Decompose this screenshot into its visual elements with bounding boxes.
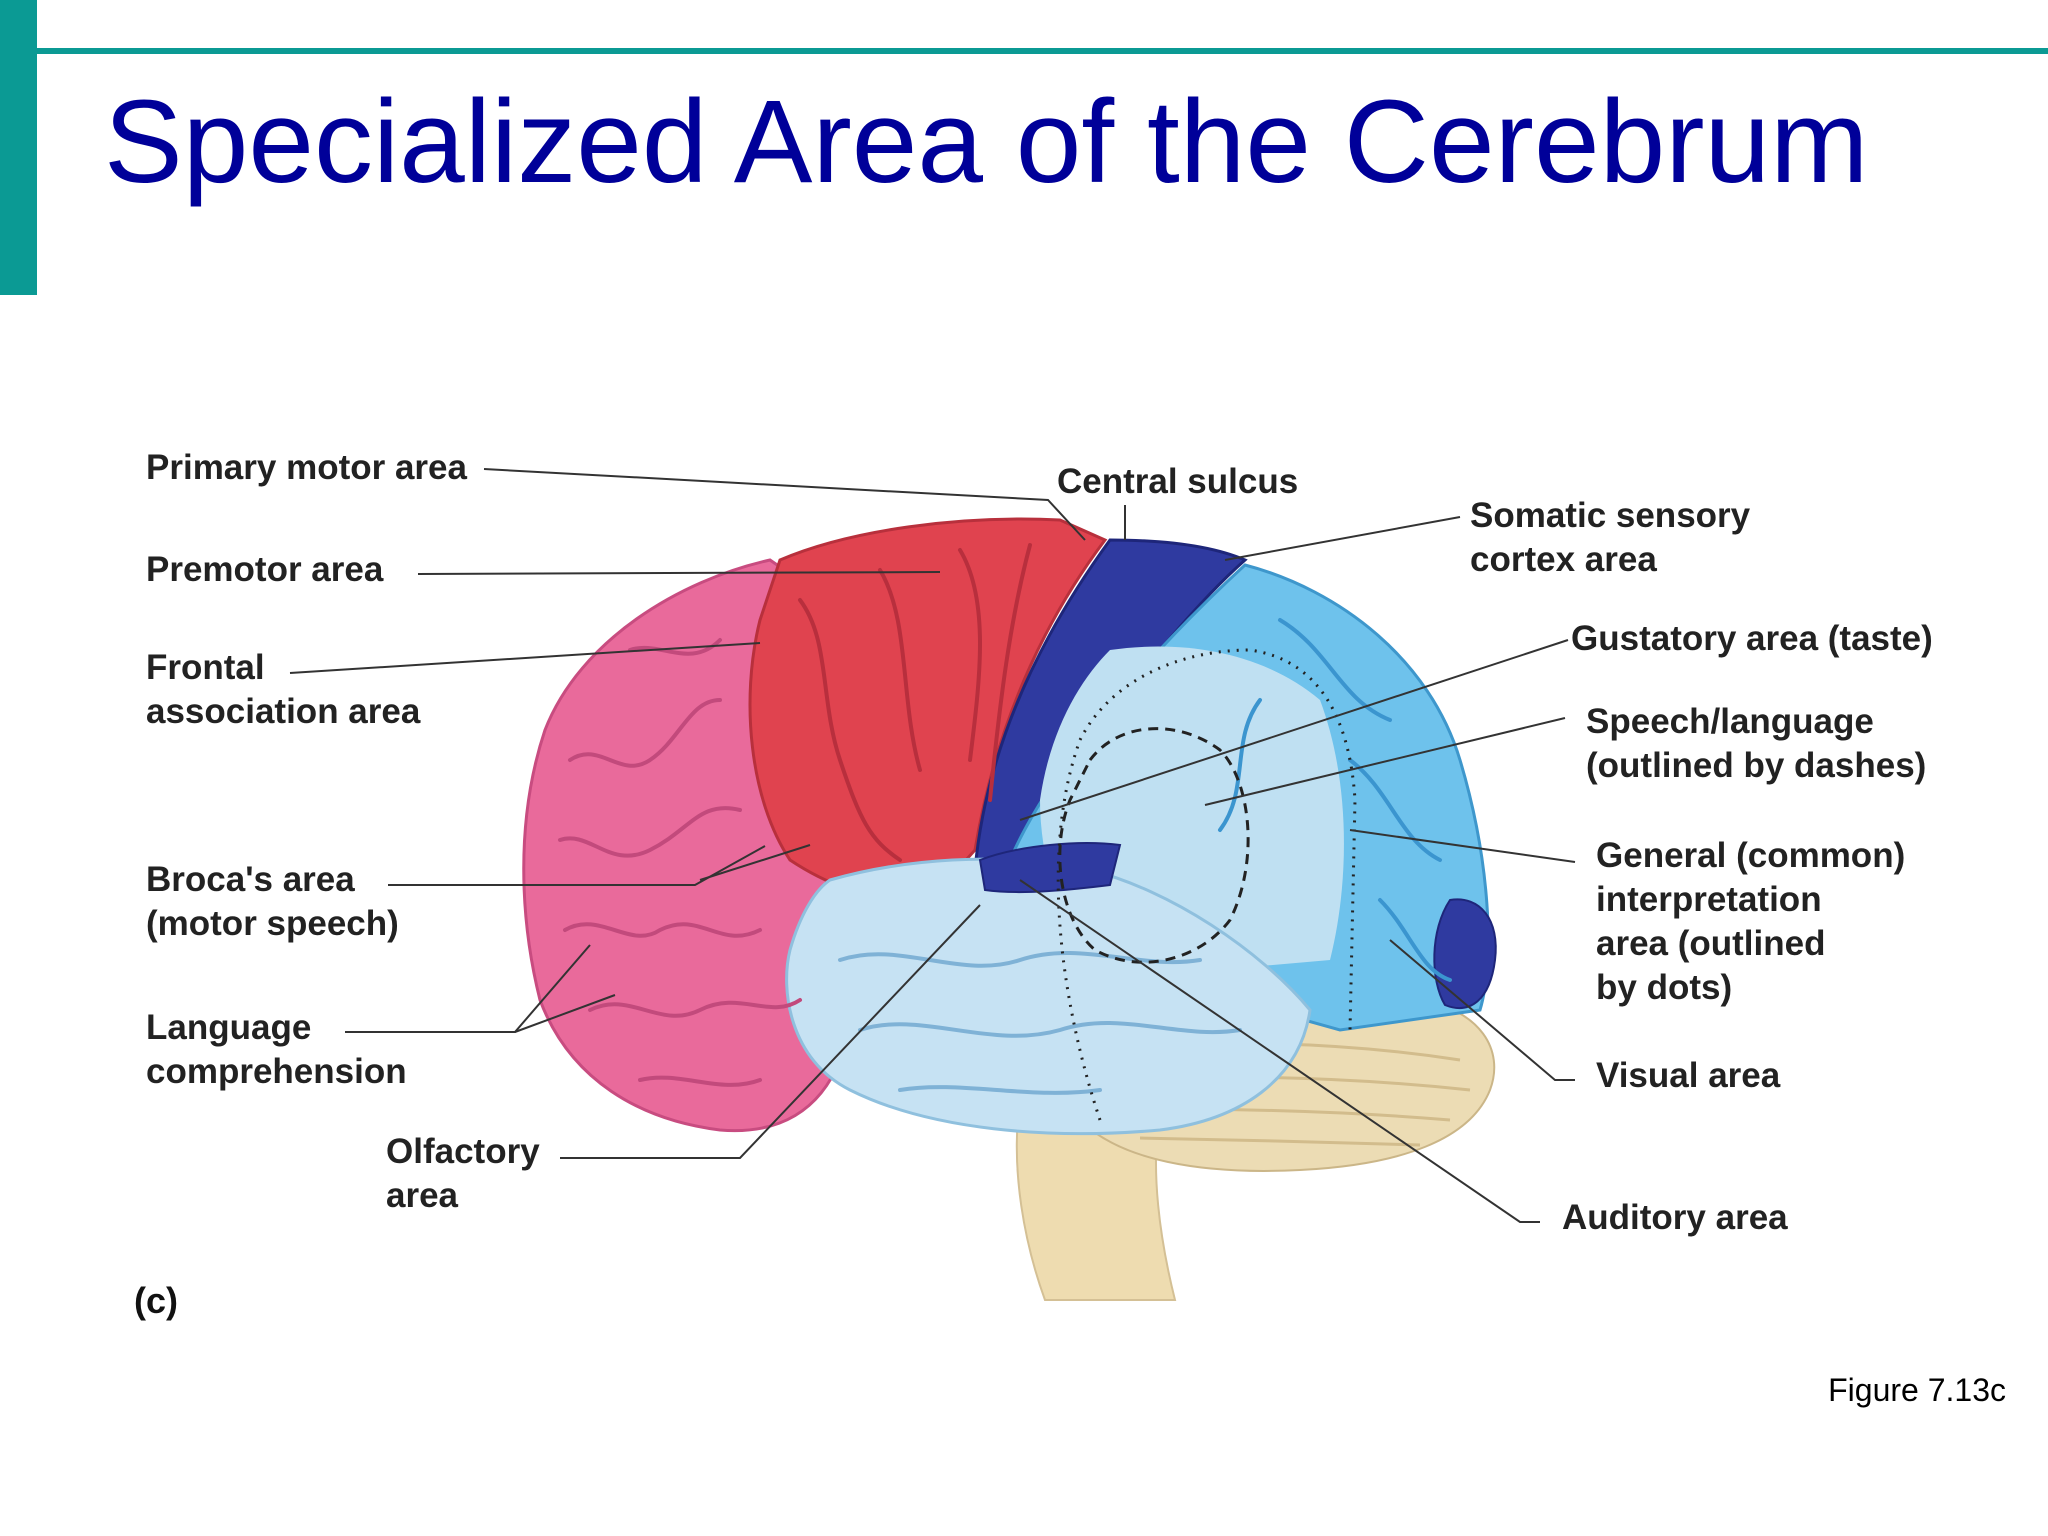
accent-rule (37, 48, 2048, 54)
label-language-2: comprehension (146, 1052, 407, 1091)
figure-caption: Figure 7.13c (1828, 1372, 2006, 1408)
slide-title: Specialized Area of the Cerebrum (104, 76, 1869, 208)
leader-somatic-sensory (1224, 516, 1461, 561)
label-general-2: interpretation (1596, 880, 1822, 919)
label-olfactory-1: Olfactory (386, 1132, 540, 1171)
leader-language-2 (514, 994, 616, 1033)
general-interpretation-outline (1056, 648, 1357, 1121)
label-general-1: General (common) (1596, 836, 1906, 875)
label-premotor: Premotor area (146, 550, 384, 589)
leader-gustatory (1019, 639, 1569, 821)
label-frontal-assoc-2: association area (146, 692, 421, 731)
label-speech-2: (outlined by dashes) (1586, 746, 1927, 785)
label-broca-2: (motor speech) (146, 904, 399, 943)
leader-speech-language (1204, 717, 1566, 806)
label-auditory: Auditory area (1562, 1198, 1788, 1237)
leader-broca-2 (699, 844, 811, 881)
label-visual: Visual area (1596, 1056, 1781, 1095)
label-primary-motor: Primary motor area (146, 448, 467, 487)
auditory-area (978, 842, 1122, 894)
leader-visual (1389, 939, 1575, 1081)
label-olfactory-2: area (386, 1176, 459, 1215)
visual-area (1433, 898, 1497, 1009)
leader-general-interpretation (1349, 829, 1576, 863)
parietal-gyri (1218, 618, 1452, 982)
leader-auditory (1019, 879, 1540, 1223)
temporal-gyri (838, 951, 1242, 1095)
panel-letter: (c) (134, 1280, 178, 1321)
leader-olfactory (560, 904, 981, 1159)
leader-primary-motor (483, 468, 1086, 541)
label-central-sulcus: Central sulcus (1057, 462, 1299, 501)
leader-frontal-association (289, 642, 761, 674)
accent-bar (0, 0, 37, 295)
speech-language-outline (1058, 727, 1250, 964)
leader-lines (289, 468, 1576, 1223)
label-broca-1: Broca's area (146, 860, 355, 899)
label-general-3: area (outlined (1596, 924, 1826, 963)
label-language-1: Language (146, 1008, 312, 1047)
label-somatic-sensory-2: cortex area (1470, 540, 1657, 579)
label-gustatory: Gustatory area (taste) (1571, 619, 1933, 658)
motor-gyri (798, 543, 1032, 862)
label-general-4: by dots) (1596, 968, 1733, 1007)
label-frontal-assoc-1: Frontal (146, 648, 265, 687)
label-speech-1: Speech/language (1586, 702, 1874, 741)
frontal-gyri (558, 638, 802, 1087)
leader-broca (388, 845, 766, 886)
leader-premotor (417, 571, 941, 575)
label-somatic-sensory-1: Somatic sensory (1470, 496, 1751, 535)
